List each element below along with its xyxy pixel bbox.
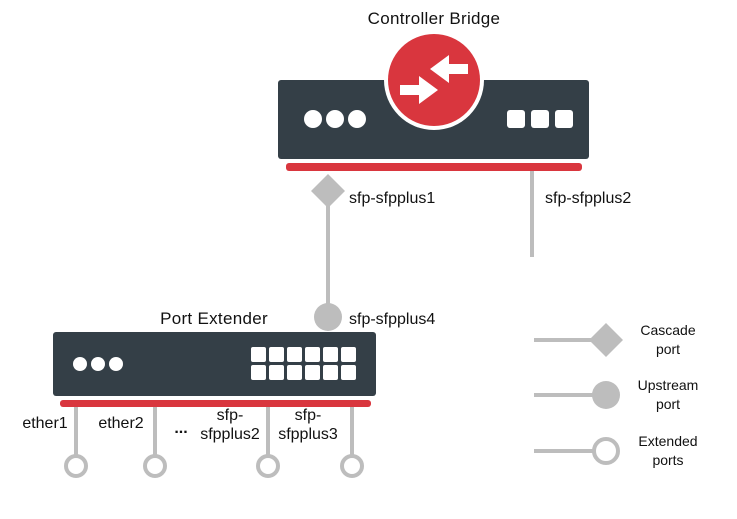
- port-extender-accent-bar: [60, 400, 371, 407]
- controller-bridge-title: Controller Bridge: [368, 9, 501, 28]
- extended-port: ...: [174, 420, 187, 437]
- status-leds: [73, 357, 123, 371]
- extended-port: ether2: [98, 407, 167, 478]
- extended-port-icon: [256, 454, 280, 478]
- extended-port-label: ether2: [98, 415, 143, 432]
- switch-arrows-icon: [384, 30, 484, 130]
- extended-port: ether1: [22, 407, 88, 478]
- upstream-port-label: sfp-sfpplus4: [349, 311, 435, 328]
- controller-bridge: Controller Bridge sfp-sfpplus1 sfp-sfppl…: [278, 9, 631, 310]
- cascade-port-icon: [589, 323, 623, 357]
- cascade-link: [311, 174, 345, 310]
- port-grid-icon: [251, 347, 356, 380]
- extended-port-icon: [592, 437, 620, 465]
- controller-port-sfp-sfpplus1: sfp-sfpplus1: [349, 190, 435, 207]
- extended-port-label: sfp-sfpplus2: [200, 407, 260, 443]
- extended-port-label: sfp-sfpplus3: [278, 407, 338, 443]
- extended-port-icon: [143, 454, 167, 478]
- extended-port-label: ether1: [22, 415, 67, 432]
- controller-bridge-accent-bar: [286, 163, 582, 171]
- extended-ports: ether1 ether2... sfp-sfpplus2 sfp-sfpplus3: [22, 407, 364, 478]
- controller-port-sfp-sfpplus2: sfp-sfpplus2: [545, 190, 631, 207]
- port-extender-title: Port Extender: [160, 309, 268, 328]
- ellipsis-label: ...: [174, 420, 187, 437]
- status-leds: [304, 110, 366, 128]
- extended-port: sfp-sfpplus2: [200, 407, 280, 478]
- extended-port-icon: [64, 454, 88, 478]
- cascade-port-icon: [311, 174, 345, 208]
- extended-port: sfp-sfpplus3: [278, 407, 364, 478]
- upstream-port-icon: [592, 381, 620, 409]
- port-extender: Port Extender sfp-sfpplus4 ether1 ether2.…: [22, 303, 435, 478]
- upstream-port-icon: [314, 303, 342, 331]
- extended-port-icon: [340, 454, 364, 478]
- port-block-icon: [507, 110, 573, 128]
